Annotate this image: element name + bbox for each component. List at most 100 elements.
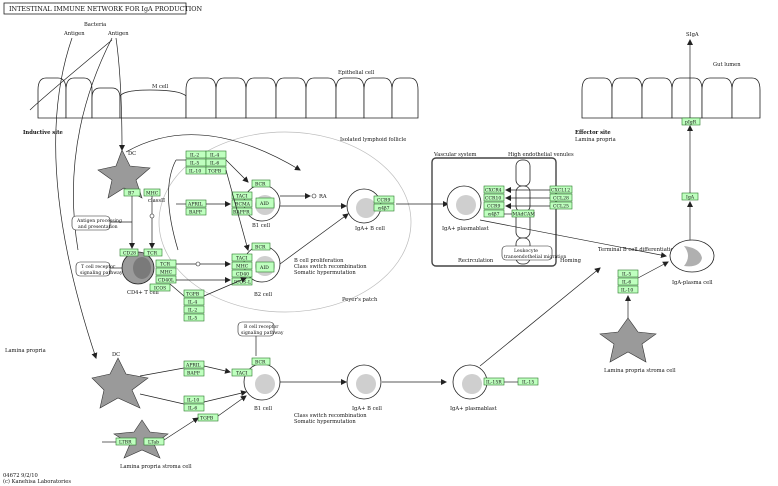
gene-tcr[interactable]: TCR: [147, 251, 158, 257]
gene-pigr-box: [681, 117, 701, 126]
classii-label: classII: [148, 198, 165, 204]
antigen-processing-line2: and presentation: [78, 224, 118, 230]
gene-a4b7b[interactable]: α4β7: [488, 212, 500, 218]
gene-baff1[interactable]: BAFF: [189, 210, 202, 216]
gene-cxcl12-box: [549, 185, 573, 194]
gene-bcma1[interactable]: BCMA: [235, 202, 251, 208]
b-prolif-line3: Somatic hypermutation: [294, 270, 356, 276]
gene-aid2[interactable]: AID: [259, 265, 269, 271]
gene-tgfb2[interactable]: TGFB: [186, 292, 200, 298]
gene-cd28[interactable]: CD28: [123, 251, 136, 257]
gene-il10[interactable]: IL-10: [189, 169, 201, 175]
gene-il5c-box: [617, 269, 639, 278]
gene-taci1-box: [231, 191, 253, 200]
gene-ccr9b[interactable]: CCR9: [487, 204, 500, 210]
gene-il6b[interactable]: IL-6: [188, 406, 197, 412]
inductive-site-label: Inductive site: [23, 130, 64, 136]
bacteria-label: Bacteria: [84, 22, 106, 28]
gene-il10c-box: [617, 285, 639, 294]
gene-il6c-box: [617, 277, 639, 286]
hev-label: High endothelial venules: [508, 152, 574, 158]
gene-tgfb3[interactable]: TGFB: [200, 416, 214, 422]
gene-il5b[interactable]: IL-5: [188, 316, 197, 322]
gene-april1[interactable]: APRIL: [187, 202, 203, 208]
gene-ltbr-box: [115, 437, 137, 446]
gene-il2b[interactable]: IL-2: [188, 308, 197, 314]
gene-il4[interactable]: IL-4: [210, 153, 219, 159]
gene-tcr2[interactable]: TCR: [160, 262, 171, 268]
gene-ccl28[interactable]: CCL28: [553, 196, 569, 202]
gene-ccr10[interactable]: CCR10: [485, 196, 501, 202]
gene-il10b[interactable]: IL-10: [187, 398, 199, 404]
gene-il15r[interactable]: IL-15R: [486, 380, 502, 386]
gene-bcr3[interactable]: BCR: [255, 360, 266, 366]
gene-bcr1[interactable]: BCR: [255, 182, 266, 188]
antigen-line-2: [29, 39, 113, 111]
leukocyte-migration-box[interactable]: [501, 245, 553, 261]
plasmablast-top-label: IgA+ plasmablast: [442, 226, 490, 232]
ra-node: [311, 193, 317, 199]
title-box: [3, 2, 187, 15]
gene-il10b-box: [183, 395, 205, 404]
gene-ltbr[interactable]: LTBR: [119, 440, 132, 446]
gene-il10c[interactable]: IL-10: [621, 288, 633, 294]
gene-taci3-box: [231, 368, 253, 377]
gene-madcam[interactable]: MAdCAM: [513, 212, 536, 218]
gene-il6[interactable]: IL-6: [210, 161, 219, 167]
gene-icos[interactable]: ICOS: [154, 286, 166, 292]
gene-cd40[interactable]: CD40: [236, 272, 249, 278]
gene-a4b7[interactable]: α4β7: [378, 206, 390, 212]
antigen-processing-box[interactable]: [71, 215, 111, 231]
b1-cell-bottom-nucleus: [255, 374, 275, 394]
gene-ccl25[interactable]: CCL25: [553, 204, 569, 210]
gene-ltab[interactable]: LTab: [148, 440, 159, 446]
gene-cd40l-box: [155, 275, 177, 284]
gene-tgfb[interactable]: TGFB: [208, 169, 222, 175]
gene-baff1-box: [185, 207, 207, 216]
gene-taci3[interactable]: TACI: [236, 371, 248, 377]
gene-baffr1[interactable]: BAFFR: [233, 210, 250, 216]
gene-aid1[interactable]: AID: [259, 201, 269, 207]
gene-mhc[interactable]: MHC: [146, 191, 159, 197]
gene-taci2[interactable]: TACI: [236, 256, 248, 262]
gene-taci2-box: [231, 253, 253, 262]
gene-b7[interactable]: B7: [128, 191, 134, 197]
gene-il6c[interactable]: IL-6: [622, 280, 631, 286]
dc-top-cell: [97, 149, 151, 199]
diagram-title: INTESTINAL IMMUNE NETWORK FOR IgA PRODUC…: [9, 5, 202, 13]
bcr-pathway-line2: signaling pathway: [241, 330, 284, 336]
ra-label: RA: [319, 194, 327, 200]
gene-ccr9[interactable]: CCR9: [377, 198, 390, 204]
antigen-dc-arrow: [115, 37, 125, 151]
gut-lumen-label: Gut lumen: [713, 62, 741, 68]
gene-april2[interactable]: APRIL: [185, 363, 201, 369]
tcr-pathway-box[interactable]: [75, 261, 111, 277]
plasmablast-bottom-nucleus: [462, 374, 482, 394]
epithelium-right: [581, 77, 761, 119]
gene-cxcr4[interactable]: CXCR4: [485, 188, 502, 194]
b-prolif-line1: B cell proliferation: [294, 258, 344, 264]
gene-cxcl12[interactable]: CXCL12: [551, 188, 570, 194]
gene-il5[interactable]: IL-5: [190, 161, 199, 167]
gene-il2[interactable]: IL-2: [190, 153, 199, 159]
gene-cxcr4-box: [483, 185, 505, 194]
gene-mhc2[interactable]: MHC: [160, 270, 173, 276]
gene-il5c[interactable]: IL-5: [622, 272, 631, 278]
gene-cd40l[interactable]: CD40L: [158, 278, 174, 284]
antigen-label-2: Antigen: [107, 31, 129, 37]
cytokine-group-top: IL-2 IL-4 IL-5 IL-6 IL-10 TGFB: [185, 150, 227, 175]
gene-pigr[interactable]: pIgR: [685, 120, 697, 126]
cd4-tcell-nucleus: [133, 257, 151, 279]
gene-iga[interactable]: IgA: [686, 195, 695, 201]
gene-baff2[interactable]: BAFF: [187, 371, 200, 377]
gene-il15[interactable]: IL-15: [522, 380, 534, 386]
gene-taci1[interactable]: TACI: [236, 194, 248, 200]
gene-il4b[interactable]: IL-4: [188, 300, 197, 306]
isolated-follicle-label: Isolated lymphoid follicle: [340, 137, 406, 143]
gene-bcr2[interactable]: BCR: [255, 245, 266, 251]
terminal-diff-label: Terminal B cell differentiation: [598, 247, 678, 253]
gene-icosl[interactable]: ICOS-L: [234, 280, 251, 286]
footer-copyright: (c) Kanehisa Laboratories: [3, 478, 71, 485]
gene-mhc3[interactable]: MHC: [236, 264, 249, 270]
